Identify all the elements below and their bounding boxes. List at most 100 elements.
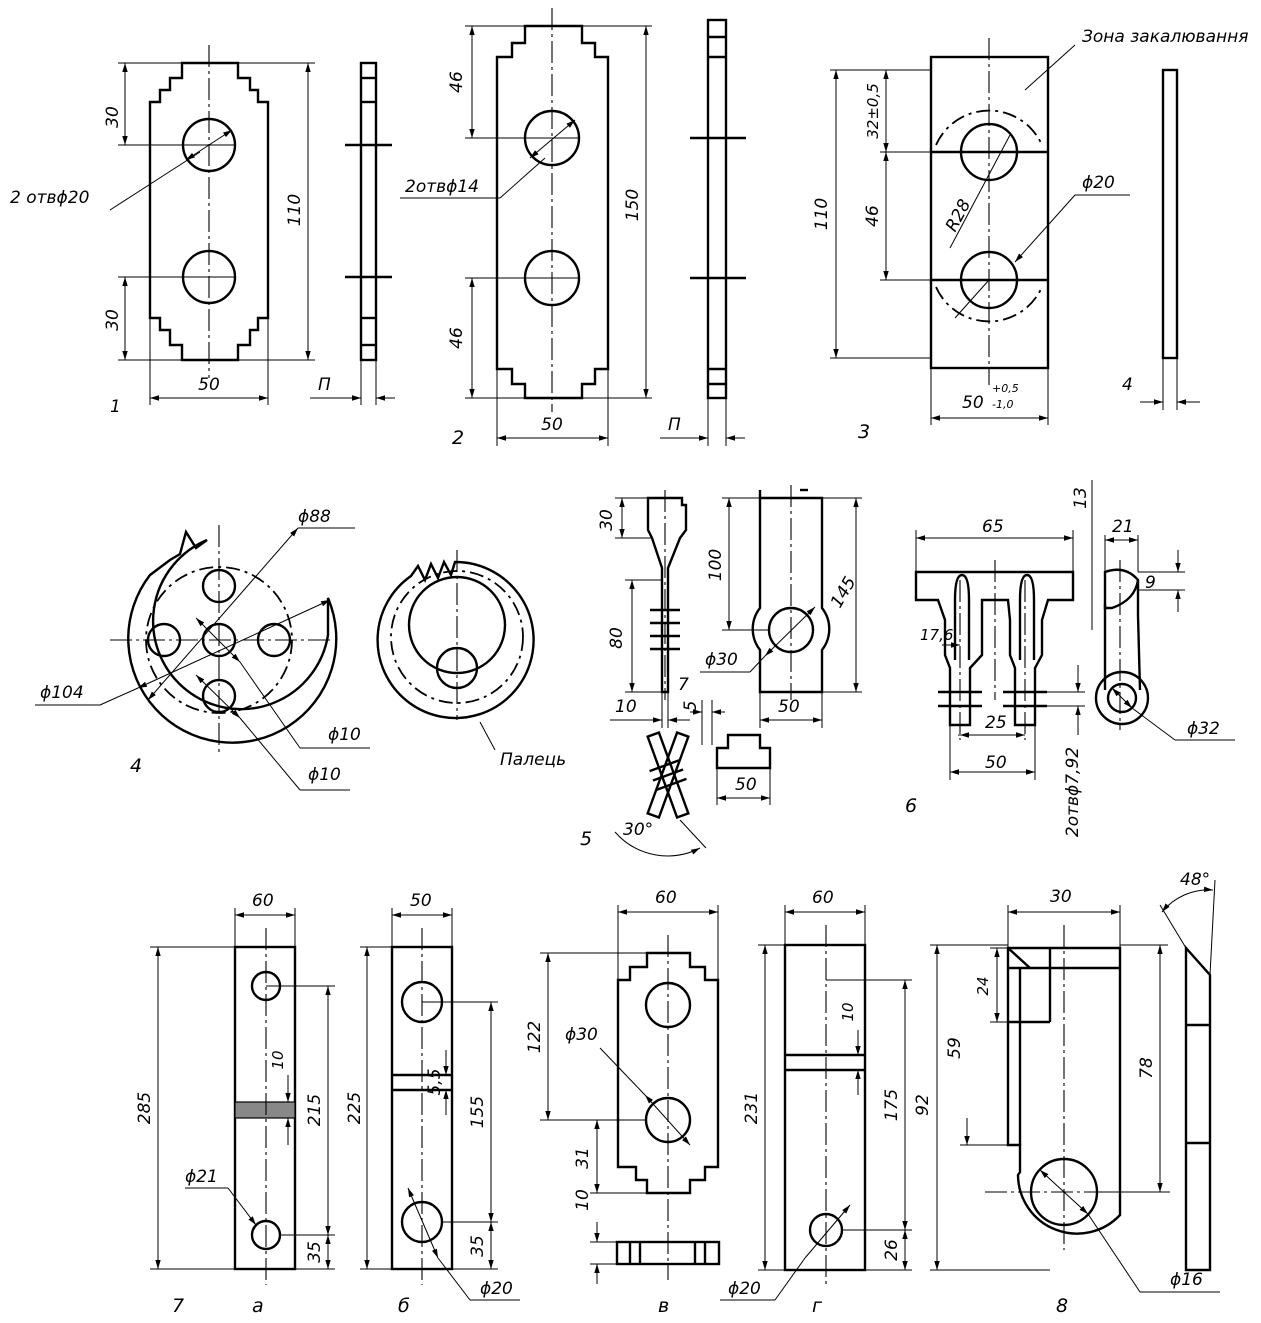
fig7v-width: 60 — [655, 888, 677, 908]
fig7v-hole: ϕ30 — [565, 1025, 598, 1045]
fig8-dim-92: 92 — [913, 1094, 933, 1116]
fig1-hole-note: 2 отвϕ20 — [10, 188, 89, 208]
fig6-dim-65: 65 — [982, 517, 1004, 537]
fig1-dim-110: 110 — [285, 194, 305, 226]
bracket-8-side — [1184, 944, 1212, 1272]
figure-6: 65 17,6 25 50 2отвϕ7,92 6 13 21 9 ϕ32 — [905, 480, 1235, 837]
fig7a-width: 60 — [252, 891, 274, 911]
fig6-dim-50: 50 — [985, 753, 1007, 773]
fig1-number: 1 — [110, 397, 121, 417]
fig8-dim-78: 78 — [1137, 1057, 1157, 1079]
fig3-dim-46: 46 — [863, 205, 883, 227]
fig2-dim-46-top: 46 — [447, 71, 467, 93]
figure-2: 2отвϕ14 46 46 150 50 2 П — [400, 8, 746, 449]
fig6-number: 6 — [905, 795, 917, 817]
fig5-dim-100: 100 — [706, 549, 726, 581]
fig3-dim-32: 32±0,5 — [864, 83, 882, 139]
fig7a-dim-35: 35 — [305, 1241, 325, 1263]
fig7g-hole: ϕ20 — [728, 1279, 761, 1299]
block-5 — [715, 733, 772, 770]
fig5-dim-145: 145 — [827, 573, 861, 611]
fig7b-dim-55: 5,5 — [425, 1068, 445, 1095]
fig7-number: 7 — [172, 1295, 184, 1317]
lever-5-side — [646, 496, 688, 694]
fig7v-dim-10: 10 — [573, 1189, 593, 1211]
fig3-dim-50: 50 — [962, 393, 984, 413]
fig7b-hole: ϕ20 — [480, 1279, 513, 1299]
fig2-dim-46-bottom: 46 — [447, 327, 467, 349]
fig5-dim-50a: 50 — [778, 697, 800, 717]
fig7a-dim-10: 10 — [269, 1050, 287, 1069]
fig6-dim-21: 21 — [1112, 517, 1134, 537]
fig3-radius: R28 — [942, 196, 975, 235]
fig2-number: 2 — [452, 427, 464, 449]
ratchet-wheel-2 — [376, 559, 535, 720]
fig5-dim-5: 5 — [681, 701, 701, 712]
fig7-label-v: в — [658, 1295, 669, 1317]
fig5-number: 5 — [580, 828, 592, 850]
plate-3-side — [1161, 68, 1179, 360]
figure-3: Зона закалювання 110 32±0,5 46 R28 ϕ20 5… — [812, 27, 1248, 443]
fig8-number: 8 — [1056, 1295, 1068, 1317]
plate-2-side — [706, 18, 728, 400]
figure-7: 60 285 10 215 ϕ21 35 7 а 50 225 5,5 155 … — [135, 888, 912, 1317]
fig4-d104: ϕ104 — [40, 683, 84, 703]
fig6-dim-176: 17,6 — [920, 626, 953, 644]
fig5-angle: 30° — [623, 820, 653, 840]
fig1-dim-50: 50 — [198, 375, 220, 395]
fig1-dim-30-bottom: 30 — [103, 309, 123, 331]
zone-label: Зона закалювання — [1082, 27, 1248, 47]
fig4-d10a: ϕ10 — [328, 725, 361, 745]
fig8-dim-24: 24 — [974, 976, 992, 995]
plate-1-side — [359, 61, 378, 362]
fig5-dim-30: 30 — [597, 509, 617, 531]
bracket-8 — [1006, 946, 1122, 1235]
fig1-dim-30-top: 30 — [103, 106, 123, 128]
fig7b-width: 50 — [410, 891, 432, 911]
fig7g-dim-10: 10 — [839, 1002, 857, 1021]
fig3-tol-upper: +0,5 — [992, 382, 1019, 395]
fig6-dim-13: 13 — [1071, 487, 1091, 509]
finger-label: Палець — [500, 750, 566, 770]
fig7g-dim-175: 175 — [882, 1089, 902, 1121]
fig5-dim-50b: 50 — [735, 775, 757, 795]
fig7g-dim-231: 231 — [742, 1092, 762, 1124]
figure-1: 2 отвϕ20 30 30 110 50 1 П — [10, 45, 395, 417]
fig6-hole-32: ϕ32 — [1187, 719, 1220, 739]
fig7g-width: 60 — [812, 888, 834, 908]
arm-6-hole — [1106, 682, 1138, 714]
fig8-dim-59: 59 — [945, 1037, 965, 1059]
fig8-hole: ϕ16 — [1170, 1270, 1203, 1290]
fig4-d88: ϕ88 — [298, 507, 331, 527]
fig8-dim-30: 30 — [1050, 887, 1072, 907]
fig6-dim-9: 9 — [1145, 573, 1156, 593]
fig7a-dim-215: 215 — [305, 1094, 325, 1126]
fig6-holes: 2отвϕ7,92 — [1063, 747, 1083, 837]
fig7v-dim-31: 31 — [573, 1147, 593, 1169]
fig7a-height: 285 — [135, 1092, 155, 1124]
fig7a-hole: ϕ21 — [185, 1167, 218, 1187]
figure-8: 30 24 59 92 78 ϕ16 8 48° — [913, 870, 1220, 1317]
fig5-dim-80: 80 — [607, 627, 627, 649]
fig3-tol-lower: -1,0 — [992, 398, 1013, 411]
figure-5: 30 80 10 100 145 ϕ30 7 50 5 50 30° 5 — [580, 485, 862, 857]
fig8-angle: 48° — [1180, 870, 1210, 890]
fig2-dim-150: 150 — [623, 189, 643, 221]
plate-7v-side — [615, 1240, 721, 1266]
fig5-label-7: 7 — [678, 675, 689, 695]
fig7v-dim-122: 122 — [525, 1021, 545, 1053]
fig7-label-b: б — [398, 1295, 410, 1317]
bar-7g — [783, 943, 867, 1272]
fig6-dim-25: 25 — [985, 713, 1007, 733]
fig2-hole-note: 2отвϕ14 — [405, 177, 479, 197]
fig1-thickness: П — [318, 375, 331, 395]
fig7-label-g: г — [812, 1295, 823, 1317]
fork-6 — [914, 570, 1075, 727]
fig7b-dim-155: 155 — [468, 1096, 488, 1128]
fig7g-dim-26: 26 — [882, 1239, 902, 1261]
fig7-label-a: а — [252, 1295, 264, 1317]
fig7b-height: 225 — [345, 1092, 365, 1124]
fig3-thickness: 4 — [1122, 375, 1133, 395]
fig5-hole: ϕ30 — [705, 650, 738, 670]
